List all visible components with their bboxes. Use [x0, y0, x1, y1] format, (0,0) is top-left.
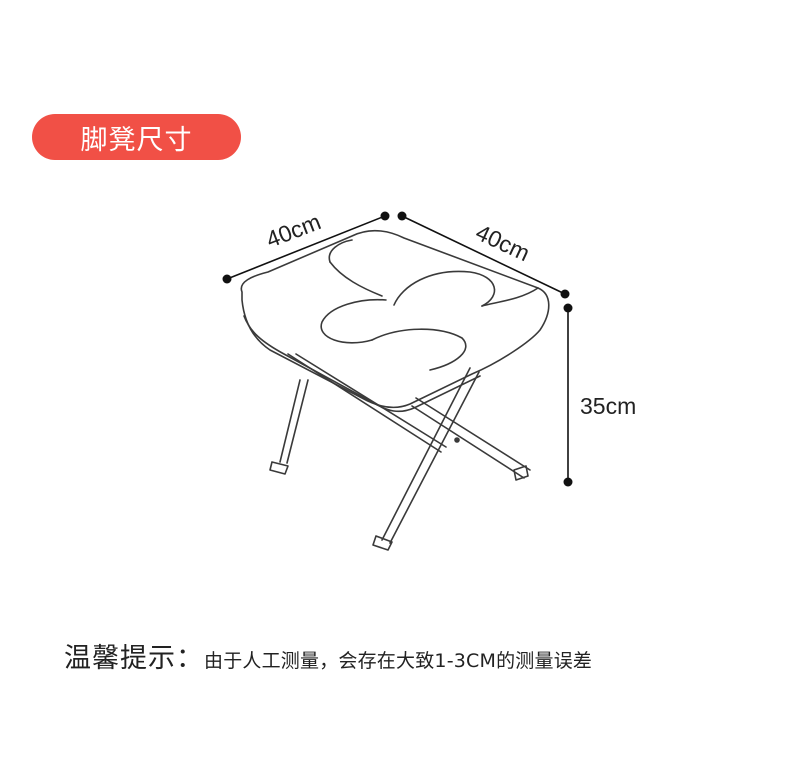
dimension-endpoint [380, 211, 390, 221]
section-title: 脚凳尺寸 [80, 124, 193, 156]
measurement-note: 温馨提示： 由于人工测量，会存在大致1-3CM的测量误差 [64, 636, 592, 675]
width-dimension-line [226, 215, 386, 280]
width-dimension-label: 40cm [262, 208, 324, 252]
dimension-endpoint [563, 303, 573, 313]
depth-dimension-line [401, 215, 566, 295]
dimension-endpoint [563, 477, 573, 487]
note-label: 温馨提示： [64, 643, 204, 674]
dimension-endpoint [222, 274, 232, 284]
height-dimension-label: 35cm [580, 393, 636, 419]
dimension-lines [222, 211, 573, 487]
section-title-badge: 脚凳尺寸 [32, 114, 241, 160]
depth-dimension-label: 40cm [472, 219, 534, 266]
note-text: 由于人工测量，会存在大致1-3CM的测量误差 [204, 650, 593, 672]
dimension-endpoint [560, 289, 570, 299]
dimension-endpoint [397, 211, 407, 221]
stool-illustration [240, 229, 550, 551]
